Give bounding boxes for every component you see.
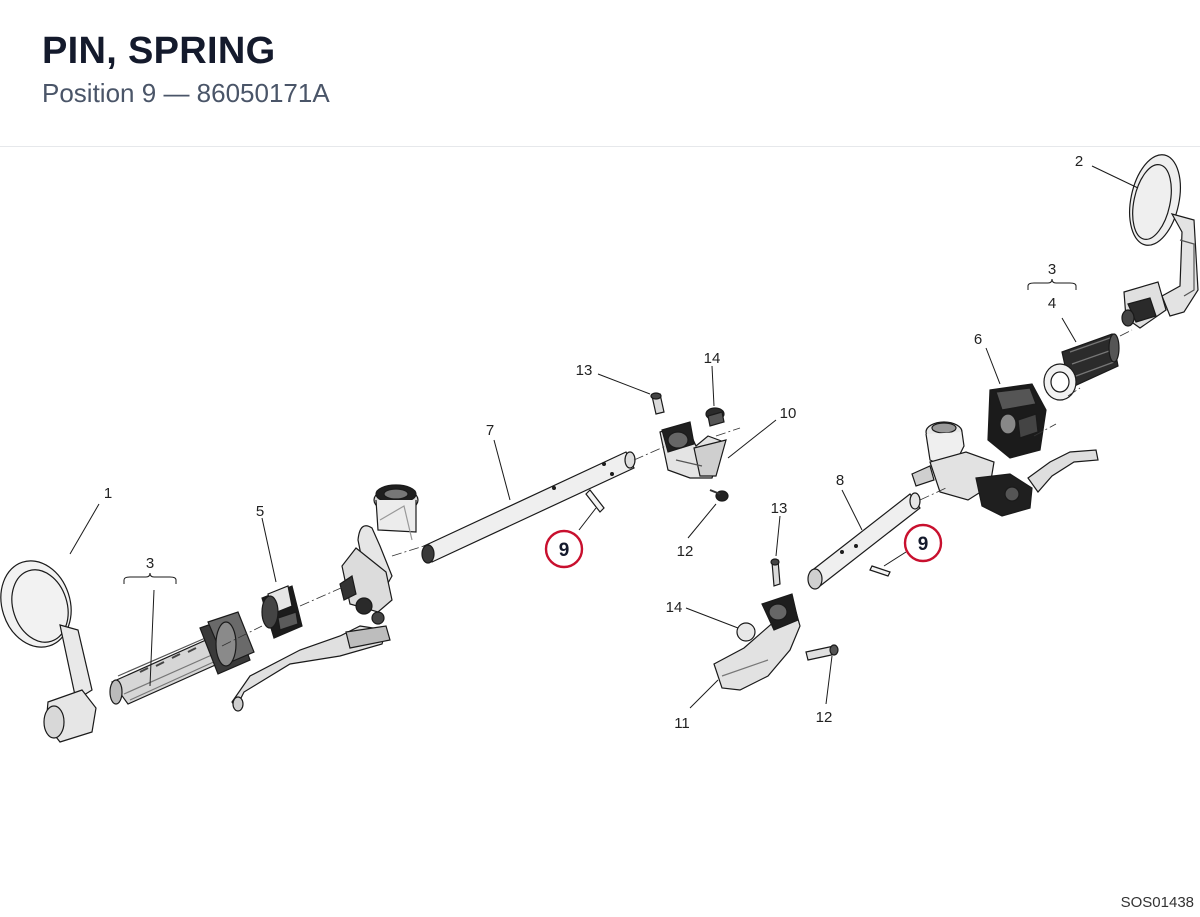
highlight-callout-9-left[interactable]: 9 xyxy=(544,529,584,569)
separator: — xyxy=(163,78,190,108)
position-label: Position xyxy=(42,78,135,108)
callout-13-upper: 13 xyxy=(576,362,593,379)
bolt-12-lower xyxy=(805,644,839,661)
bolt-13-upper xyxy=(650,392,665,415)
left-handlebar-tube xyxy=(421,451,636,564)
leader-lines xyxy=(69,165,1139,709)
right-grip xyxy=(1043,333,1120,401)
highlight-callout-9-right[interactable]: 9 xyxy=(903,523,943,563)
callout-7: 7 xyxy=(486,422,494,439)
callout-labels: 1 2 3 3 4 5 6 7 8 10 11 12 12 13 13 14 1… xyxy=(104,153,1083,732)
clutch-master-cylinder xyxy=(911,421,1099,517)
callout-12-lower: 12 xyxy=(816,709,833,726)
group-brackets xyxy=(123,278,1077,584)
highlight-ring xyxy=(903,523,943,563)
callout-1: 1 xyxy=(104,485,112,502)
left-grip xyxy=(109,611,255,705)
callout-6: 6 xyxy=(974,331,982,348)
callout-3-left: 3 xyxy=(146,555,154,572)
callout-8: 8 xyxy=(836,472,844,489)
brake-master-cylinder xyxy=(231,484,419,712)
callout-3-right: 3 xyxy=(1048,261,1056,278)
callout-2: 2 xyxy=(1075,153,1083,170)
alignment-lines xyxy=(221,329,1133,647)
spring-pin-right xyxy=(869,565,891,577)
screw-12-upper xyxy=(709,489,729,502)
page-title: PIN, SPRING xyxy=(42,30,276,72)
drawing-code: SOS01438 xyxy=(1120,894,1194,911)
highlight-number: 9 xyxy=(918,534,929,555)
left-switch xyxy=(261,585,303,639)
callout-5: 5 xyxy=(256,503,264,520)
callout-12-upper: 12 xyxy=(677,543,694,560)
lower-handlebar-clamp xyxy=(713,593,801,691)
cap-14-upper xyxy=(705,407,725,427)
part-number: 86050171A xyxy=(196,78,330,108)
highlight-number: 9 xyxy=(559,540,570,561)
right-switch xyxy=(987,383,1047,459)
right-handlebar-tube xyxy=(807,492,921,590)
spring-pin-left xyxy=(585,489,605,513)
left-mirror xyxy=(0,560,97,743)
position-number: 9 xyxy=(141,78,157,108)
callout-13-lower: 13 xyxy=(771,500,788,517)
callout-14-lower: 14 xyxy=(666,599,683,616)
callout-4: 4 xyxy=(1048,295,1056,312)
bolt-13-lower xyxy=(770,558,781,587)
callout-14-upper: 14 xyxy=(704,350,721,367)
cap-14-lower xyxy=(736,622,756,642)
header: PIN, SPRING Position 9 — 86050171A xyxy=(0,0,1200,147)
right-mirror xyxy=(1121,154,1199,329)
upper-handlebar-clamp xyxy=(659,421,727,479)
position-subtitle: Position 9 — 86050171A xyxy=(42,78,330,109)
highlight-ring xyxy=(544,529,584,569)
callout-11: 11 xyxy=(674,715,690,732)
callout-10: 10 xyxy=(780,405,797,422)
